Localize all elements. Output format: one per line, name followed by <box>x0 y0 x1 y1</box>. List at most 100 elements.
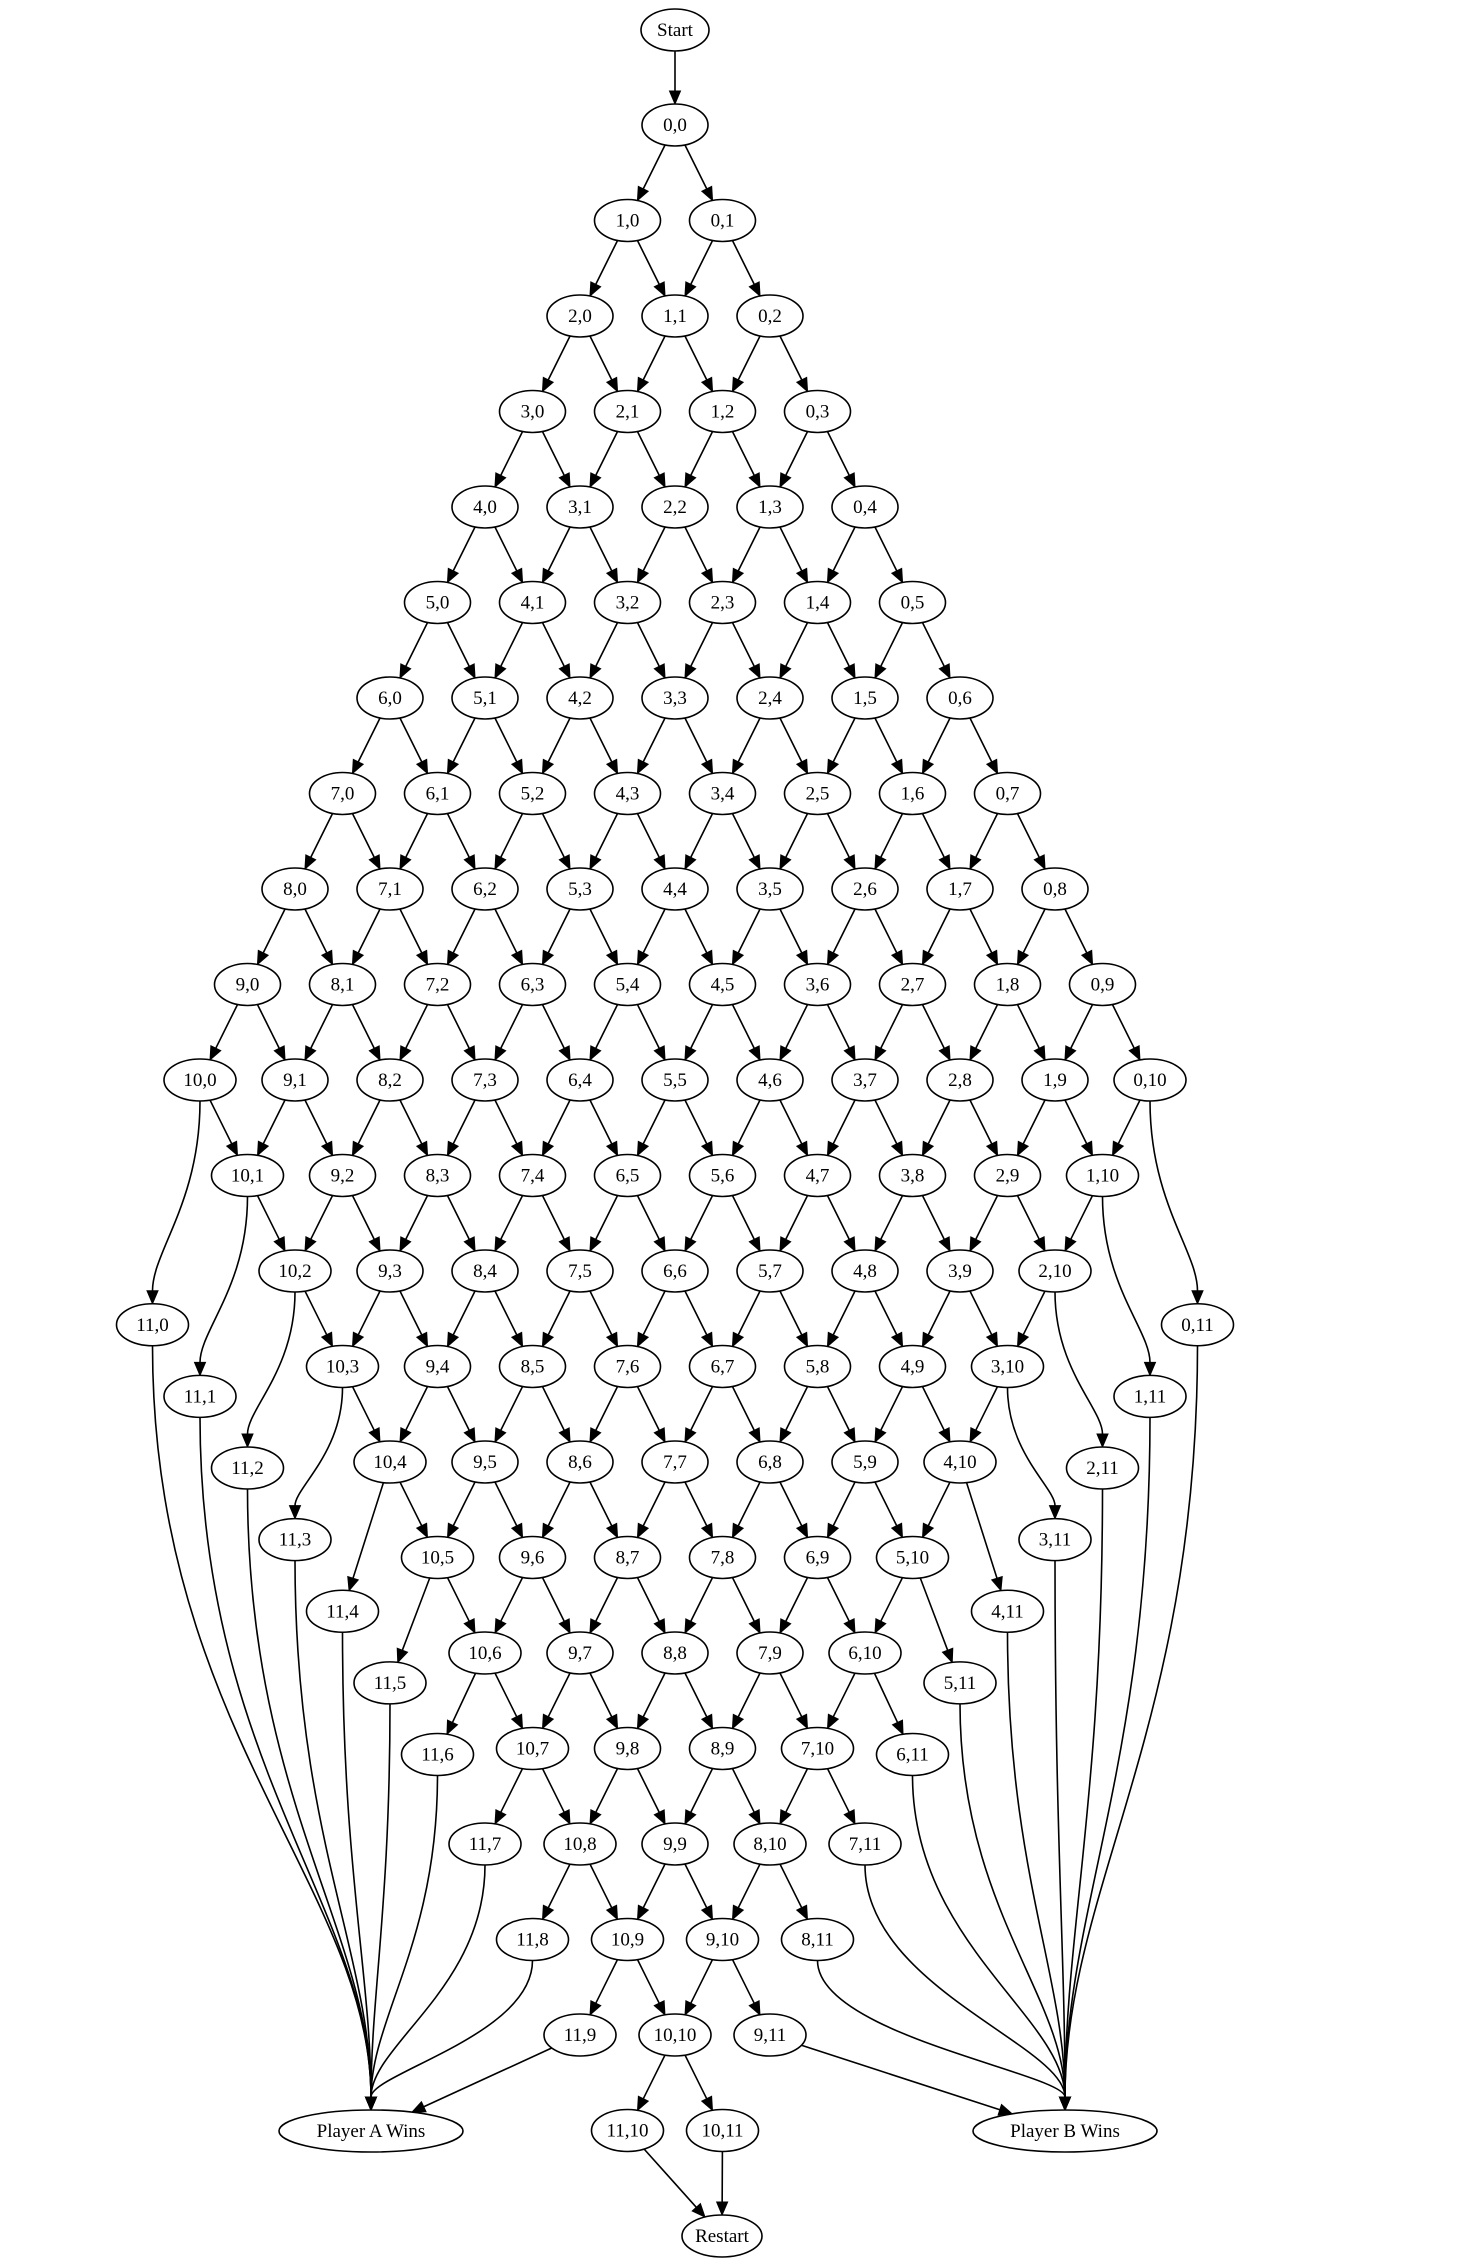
node-label: 11,7 <box>469 1834 502 1855</box>
edge-3-7-to-4-7 <box>826 1099 856 1157</box>
node-ellipse <box>593 1726 662 1771</box>
node-label: 0,8 <box>1043 879 1067 900</box>
node-ellipse <box>210 1446 285 1490</box>
edge-8-2-to-8-3 <box>399 1099 429 1157</box>
arrowhead <box>273 1045 286 1062</box>
state-node-4-7: 4,7 <box>783 1153 852 1198</box>
arrowhead <box>589 1999 602 2016</box>
arrowhead <box>446 1331 460 1348</box>
node-ellipse <box>681 2214 763 2258</box>
edge-11-2-to-A <box>246 1488 378 2112</box>
edge-6-1-to-6-2 <box>446 813 476 871</box>
node-label: 3,1 <box>568 497 592 518</box>
arrowhead <box>415 1331 429 1348</box>
state-node-1-1: 1,1 <box>641 294 709 338</box>
node-label: 3,3 <box>663 688 687 709</box>
arrowhead <box>748 1427 761 1444</box>
arrowhead <box>748 472 761 489</box>
node-label: 4,11 <box>991 1601 1024 1622</box>
arrowhead <box>653 472 666 489</box>
arrowhead <box>541 758 555 775</box>
edge-4-9-to-4-10 <box>921 1386 951 1443</box>
node-label: 4,2 <box>568 688 592 709</box>
arrowhead <box>938 663 951 680</box>
edge-10-9-to-10-10 <box>636 1959 666 2016</box>
arrowhead <box>684 472 697 489</box>
edge-5-9-to-5-10 <box>874 1481 904 1539</box>
node-label: 0,6 <box>948 688 972 709</box>
state-node-0-7: 0,7 <box>973 771 1042 816</box>
arrowhead <box>288 1505 302 1520</box>
arrowhead <box>921 949 935 966</box>
node-label: 0,7 <box>996 784 1020 805</box>
state-node-2-5: 2,5 <box>783 771 852 816</box>
edge-2-7-to-3-7 <box>874 1004 904 1062</box>
edge-3-9-to-4-9 <box>921 1290 951 1348</box>
node-ellipse <box>641 867 709 911</box>
node-ellipse <box>403 1344 472 1389</box>
state-node-11-3: 11,3 <box>258 1517 332 1562</box>
arrowhead <box>779 663 792 680</box>
node-ellipse <box>736 676 804 720</box>
node-ellipse <box>1160 1302 1235 1347</box>
edge-8-1-to-9-1 <box>304 1004 334 1062</box>
edge-5-2-to-6-2 <box>494 813 524 871</box>
edge-7-3-to-8-3 <box>446 1099 476 1157</box>
state-node-10-11: 10,11 <box>685 2108 760 2153</box>
edge-9-6-to-10-6 <box>494 1577 524 1634</box>
node-label: 0,1 <box>711 211 735 232</box>
arrowhead <box>985 1331 999 1348</box>
arrowhead <box>795 758 809 775</box>
node-label: 10,2 <box>278 1261 311 1282</box>
edge-1-9-to-1-10 <box>1064 1099 1094 1157</box>
edge-3-1-to-3-2 <box>589 526 619 584</box>
arrowhead <box>589 281 602 298</box>
edge-6-3-to-6-4 <box>541 1004 571 1062</box>
edge-4-2-to-4-3 <box>589 717 619 775</box>
arrowhead <box>636 1522 650 1539</box>
node-ellipse <box>308 962 377 1007</box>
node-label: 8,5 <box>521 1357 545 1378</box>
node-ellipse <box>498 1535 567 1580</box>
arrowhead <box>700 567 714 584</box>
edge-8-3-to-8-4 <box>446 1195 476 1253</box>
state-node-8-8: 8,8 <box>641 1631 709 1675</box>
state-node-8-10: 8,10 <box>733 1822 807 1866</box>
arrowhead <box>731 1904 745 1921</box>
node-ellipse <box>831 676 899 720</box>
edge-6-7-to-6-8 <box>731 1386 761 1444</box>
node-ellipse <box>356 676 424 720</box>
edge-2-11-to-B <box>1058 1488 1104 2112</box>
state-node-6-5: 6,5 <box>593 1153 662 1198</box>
arrowhead <box>304 1235 317 1252</box>
node-ellipse <box>736 1058 804 1102</box>
state-node-0-2: 0,2 <box>736 294 804 338</box>
edge-6-10-to-7-10 <box>826 1672 856 1730</box>
edge-10-0-to-10-1 <box>209 1099 239 1157</box>
arrowhead <box>541 1140 555 1157</box>
node-label: 8,9 <box>711 1739 735 1760</box>
state-node-2-2: 2,2 <box>641 485 709 529</box>
arrowhead <box>684 1809 697 1826</box>
node-label: 9,7 <box>568 1643 592 1664</box>
arrowhead <box>653 1618 666 1635</box>
edge-5-8-to-6-8 <box>779 1386 809 1444</box>
state-node-4-8: 4,8 <box>831 1249 899 1293</box>
edge-9-9-to-10-9 <box>636 1863 666 1921</box>
state-node-1-2: 1,2 <box>688 389 757 434</box>
edge-1-3-to-1-4 <box>779 526 809 584</box>
node-label: 9,2 <box>331 1166 355 1187</box>
edge-4-10-to-4-11 <box>965 1482 1003 1592</box>
arrowhead <box>1016 949 1030 966</box>
node-label: 11,0 <box>136 1315 169 1336</box>
node-ellipse <box>878 1153 947 1198</box>
edge-11-10-to-restart <box>643 2148 706 2218</box>
edge-2-9-to-2-10 <box>1016 1195 1046 1252</box>
node-label: 6,7 <box>711 1357 735 1378</box>
edge-10-2-to-10-3 <box>304 1290 334 1348</box>
node-label: 3,5 <box>758 879 782 900</box>
arrowhead <box>347 1575 360 1592</box>
state-node-1-3: 1,3 <box>736 485 804 529</box>
node-ellipse <box>593 1153 662 1198</box>
